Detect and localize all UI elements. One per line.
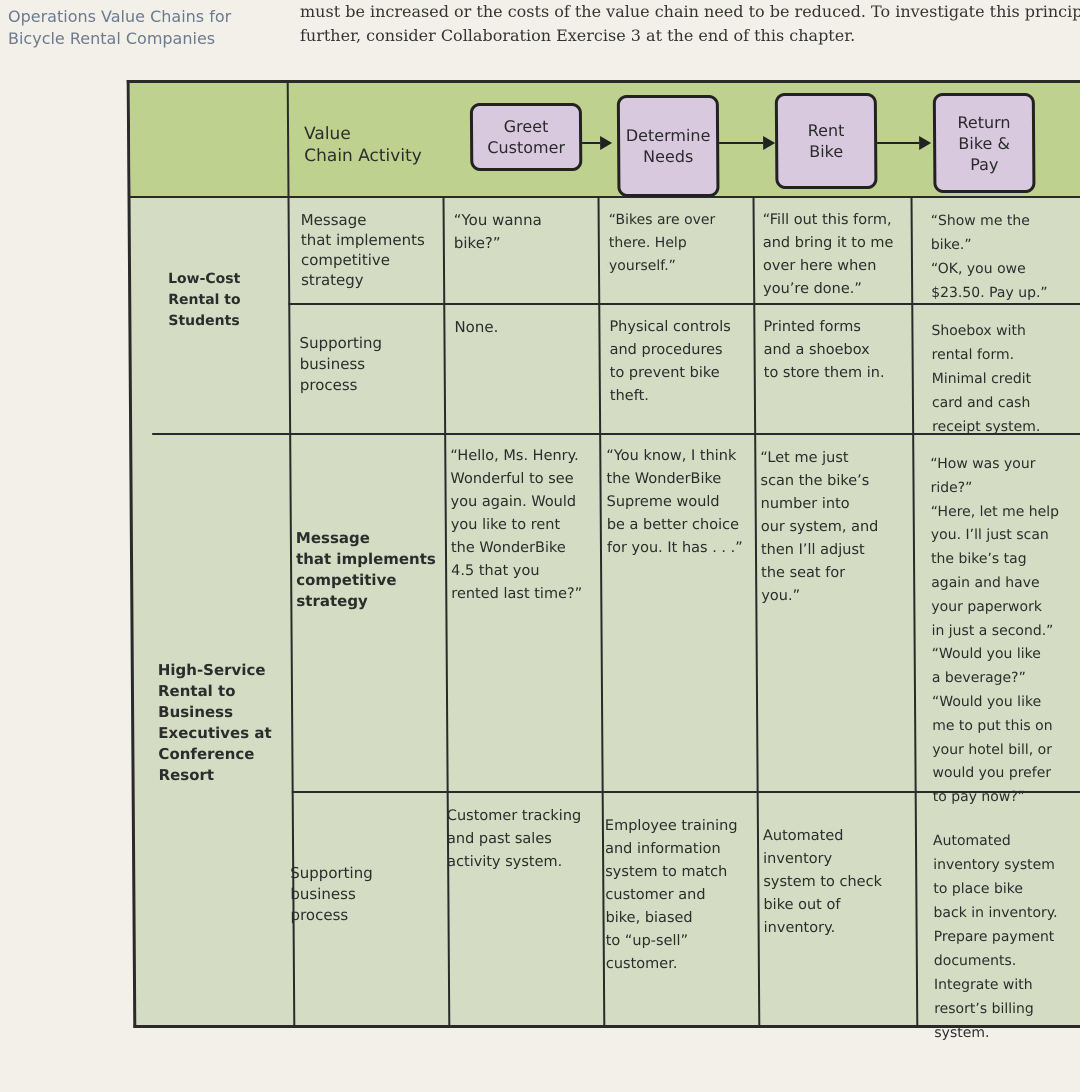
grid-line bbox=[442, 196, 451, 1025]
intro-line-2: further, consider Collaboration Exercise… bbox=[300, 26, 856, 45]
step-return-bike-pay: Return Bike & Pay bbox=[932, 93, 1036, 193]
value-chain-activity-label: Value Chain Activity bbox=[303, 124, 422, 166]
intro-line-1: must be increased or the costs of the va… bbox=[300, 2, 1080, 21]
cell-high-service-message-needs: “You know, I think the WonderBike Suprem… bbox=[606, 448, 743, 556]
segment-low-cost-label: Low-Cost Rental to Students bbox=[168, 271, 241, 329]
cell-low-cost-process-rent: Printed forms and a shoebox to store the… bbox=[763, 319, 885, 381]
cell-low-cost-message-rent: “Fill out this form, and bring it to me … bbox=[762, 212, 894, 297]
cell-low-cost-process-return: Shoebox with rental form. Minimal credit… bbox=[931, 323, 1041, 435]
grid-line bbox=[597, 196, 606, 1025]
step-rent-bike: Rent Bike bbox=[774, 93, 878, 189]
cell-high-service-process-rent: Automated inventory system to check bike… bbox=[762, 828, 883, 936]
cell-low-cost-message-return: “Show me the bike.” “OK, you owe $23.50.… bbox=[930, 213, 1048, 301]
arrow-right-icon bbox=[919, 136, 932, 150]
row-label-process: Supporting business process bbox=[290, 864, 373, 924]
cell-low-cost-process-greet: None. bbox=[454, 318, 499, 336]
row-label-process: Supporting business process bbox=[299, 334, 383, 394]
intro-text: must be increased or the costs of the va… bbox=[300, 0, 1080, 48]
cell-low-cost-message-needs: “Bikes are over there. Help yourself.” bbox=[608, 212, 716, 274]
segment-high-service-label: High-Service Rental to Business Executiv… bbox=[157, 661, 272, 784]
cell-high-service-message-return: “How was your ride?” “Here, let me help … bbox=[930, 456, 1060, 806]
row-label-message: Message that implements competitive stra… bbox=[300, 211, 425, 289]
arrow-shaft bbox=[719, 142, 764, 144]
cell-high-service-message-rent: “Let me just scan the bike’s number into… bbox=[760, 450, 879, 604]
arrow-right-icon bbox=[600, 136, 613, 150]
cell-low-cost-process-needs: Physical controls and procedures to prev… bbox=[609, 319, 731, 404]
arrow-shaft bbox=[582, 142, 601, 144]
value-chain-table: Value Chain Activity Greet Customer Dete… bbox=[126, 80, 1080, 1041]
page-header: Operations Value Chains for Bicycle Rent… bbox=[0, 0, 1080, 70]
step-determine-needs: Determine Needs bbox=[616, 95, 720, 197]
row-label-message: Message that implements competitive stra… bbox=[295, 529, 436, 610]
cell-high-service-process-greet: Customer tracking and past sales activit… bbox=[446, 808, 582, 870]
cell-high-service-message-greet: “Hello, Ms. Henry. Wonderful to see you … bbox=[450, 448, 583, 602]
step-greet-customer: Greet Customer bbox=[469, 103, 583, 171]
arrow-shaft bbox=[877, 142, 920, 144]
margin-title: Operations Value Chains for Bicycle Rent… bbox=[8, 7, 232, 48]
cell-high-service-process-needs: Employee training and information system… bbox=[604, 818, 738, 972]
arrow-right-icon bbox=[763, 136, 776, 150]
cell-low-cost-message-greet: “You wanna bike?” bbox=[453, 211, 542, 252]
cell-high-service-process-return: Automated inventory system to place bike… bbox=[932, 833, 1058, 1041]
